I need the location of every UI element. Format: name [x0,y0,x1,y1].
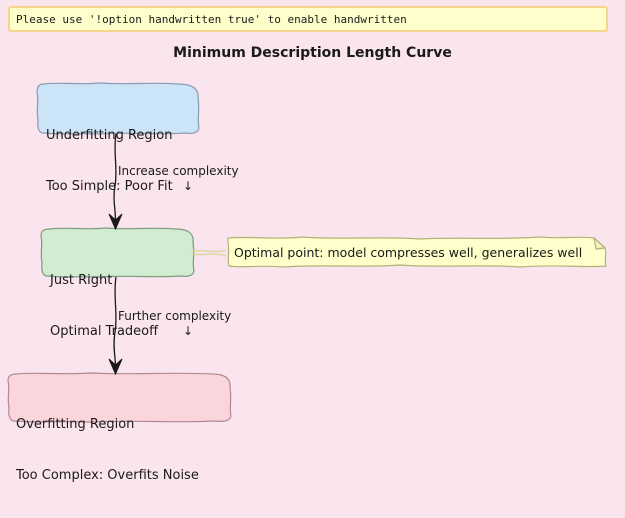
note-optimal-point-text: Optimal point: model compresses well, ge… [234,245,583,260]
edge-further-complexity-down-icon: ↓ [182,324,194,338]
note-connector-line [191,249,227,257]
node-overfitting-line2: Too Complex: Overfits Noise [16,468,199,483]
node-just-right-line1: Just Right [50,273,113,288]
diagram-title: Minimum Description Length Curve [173,45,452,61]
handwritten-option-banner: Please use '!option handwritten true' to… [8,6,608,32]
edge-increase-complexity-label: Increase complexity [118,164,239,178]
edge-increase-complexity-down-icon: ↓ [182,179,194,193]
edge-further-complexity-label: Further complexity [118,309,232,323]
node-just-right[interactable] [41,227,196,278]
node-just-right-line2: Optimal Tradeoff [50,324,159,339]
banner-text: Please use '!option handwritten true' to… [16,12,407,26]
node-underfitting-label: Underfitting Region Too Simple: Poor Fit [46,93,173,229]
node-overfitting[interactable] [7,372,232,423]
note-optimal-point[interactable] [227,236,608,268]
diagram-canvas: Please use '!option handwritten true' to… [7,6,608,483]
node-underfitting-line2: Too Simple: Poor Fit [46,179,173,194]
node-underfitting[interactable] [37,82,201,135]
node-underfitting-line1: Underfitting Region [46,128,173,143]
node-just-right-label: Just Right Optimal Tradeoff [50,238,158,374]
